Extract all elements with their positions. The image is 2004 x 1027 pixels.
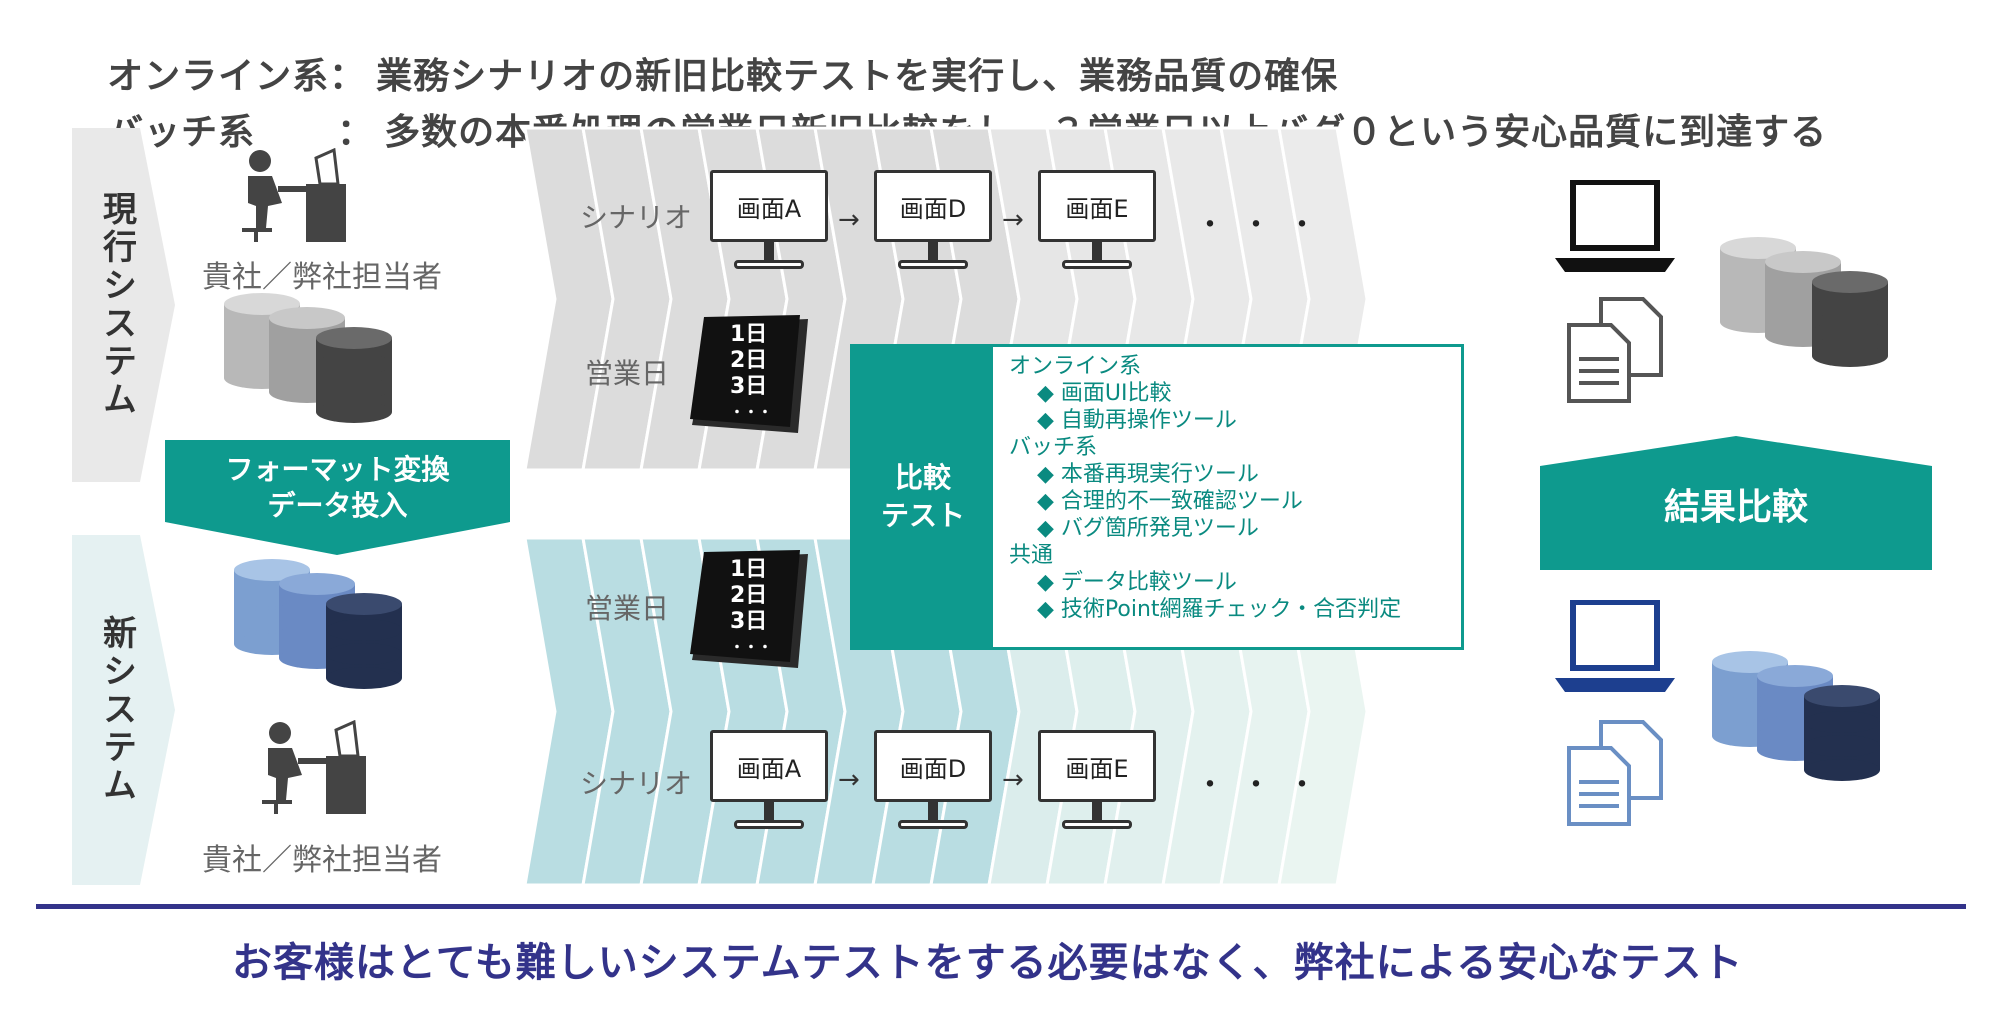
comparison-item: ◆ 合理的不一致確認ツール: [1037, 489, 1303, 514]
new-scenario-label: シナリオ: [580, 767, 693, 800]
day-label: ・・・: [730, 405, 772, 421]
result-compare-banner: [1540, 436, 1932, 570]
monitor-base: [734, 260, 804, 269]
current-database-icon: [224, 293, 392, 423]
comparison-test-box: 比較 テスト オンライン系 ◆ 画面UI比較 ◆ 自動再操作ツール バッチ系 ◆…: [850, 344, 1464, 650]
new-screen-a: 画面A: [710, 730, 828, 829]
comparison-item: ◆ 画面UI比較: [1037, 381, 1172, 406]
current-screen-e: 画面E: [1038, 170, 1156, 269]
monitor-stand: [1092, 242, 1102, 260]
current-business-day-label: 営業日: [585, 357, 670, 390]
current-more-dots: ・・・: [1195, 208, 1333, 243]
documents-icon: [1567, 297, 1663, 403]
comparison-item: ◆ データ比較ツール: [1037, 570, 1237, 595]
header-online-label: オンライン系：: [107, 56, 367, 97]
comparison-item: ◆ 本番再現実行ツール: [1037, 462, 1259, 487]
monitor-base: [1062, 820, 1132, 829]
result-database-icon: [1712, 651, 1880, 781]
day-label: 2日: [730, 583, 768, 608]
monitor-base: [898, 260, 968, 269]
monitor-base: [1062, 260, 1132, 269]
comparison-title-line-2: テスト: [880, 499, 965, 532]
comparison-category: 共通: [1009, 543, 1054, 568]
result-database-icon: [1720, 237, 1888, 367]
new-days-list: 1日 2日 3日 ・・・: [730, 557, 772, 661]
screen-label: 画面E: [1038, 730, 1156, 802]
current-screen-a: 画面A: [710, 170, 828, 269]
new-more-dots: ・・・: [1195, 768, 1333, 803]
arrow-icon: →: [838, 205, 860, 235]
monitor-stand: [928, 242, 938, 260]
new-system-label: 新システム: [96, 615, 137, 805]
laptop-icon: [1555, 180, 1675, 272]
screen-label: 画面D: [874, 170, 992, 242]
day-label: 2日: [730, 348, 768, 373]
comparison-category: オンライン系: [1009, 354, 1142, 379]
current-person-label: 貴社／弊社担当者: [202, 260, 442, 295]
comparison-items: オンライン系 ◆ 画面UI比較 ◆ 自動再操作ツール バッチ系 ◆ 本番再現実行…: [1009, 353, 1401, 623]
new-database-icon: [234, 559, 402, 689]
current-scenario-label: シナリオ: [580, 201, 693, 234]
header-line-1: オンライン系：業務シナリオの新旧比較テストを実行し、業務品質の確保: [80, 6, 1338, 99]
screen-label: 画面E: [1038, 170, 1156, 242]
comparison-category: バッチ系: [1009, 435, 1098, 460]
monitor-base: [734, 820, 804, 829]
conversion-line-1: フォーマット変換: [225, 453, 450, 486]
day-label: 1日: [730, 322, 768, 347]
conversion-line-2: データ投入: [267, 489, 408, 522]
comparison-item: ◆ 自動再操作ツール: [1037, 408, 1237, 433]
calendar-pages-icon: [690, 315, 808, 433]
screen-label: 画面A: [710, 730, 828, 802]
new-person-label: 貴社／弊社担当者: [202, 843, 442, 878]
monitor-stand: [1092, 802, 1102, 820]
person-at-desk-icon: [262, 720, 366, 814]
monitor-stand: [928, 802, 938, 820]
day-label: 1日: [730, 557, 768, 582]
header-batch-colon: ：: [337, 112, 375, 153]
day-label: 3日: [730, 374, 768, 399]
arrow-icon: →: [1002, 205, 1024, 235]
header-online-text: 業務シナリオの新旧比較テストを実行し、業務品質の確保: [376, 56, 1339, 97]
screen-label: 画面A: [710, 170, 828, 242]
laptop-icon: [1555, 600, 1675, 692]
day-label: 3日: [730, 609, 768, 634]
conversion-arrow: [165, 440, 510, 555]
footer-message: お客様はとても難しいシステムテストをする必要はなく、弊社による安心なテスト: [232, 940, 1744, 986]
result-compare-label: 結果比較: [1663, 487, 1808, 528]
documents-icon: [1567, 720, 1663, 826]
current-screen-d: 画面D: [874, 170, 992, 269]
calendar-pages-icon: [690, 550, 808, 668]
new-screen-e: 画面E: [1038, 730, 1156, 829]
current-system-label: 現行システム: [96, 191, 137, 419]
monitor-base: [898, 820, 968, 829]
comparison-item: ◆ バグ箇所発見ツール: [1037, 516, 1259, 541]
comparison-item: ◆ 技術Point網羅チェック・合否判定: [1037, 597, 1402, 622]
comparison-title-line-1: 比較: [894, 461, 951, 494]
arrow-icon: →: [838, 765, 860, 795]
new-screen-d: 画面D: [874, 730, 992, 829]
new-business-day-label: 営業日: [585, 592, 670, 625]
screen-label: 画面D: [874, 730, 992, 802]
conversion-text: フォーマット変換 データ投入: [165, 452, 510, 524]
monitor-stand: [764, 242, 774, 260]
current-days-list: 1日 2日 3日 ・・・: [730, 322, 772, 426]
comparison-title: 比較 テスト: [853, 347, 993, 647]
person-at-desk-icon: [242, 148, 346, 242]
day-label: ・・・: [730, 640, 772, 656]
arrow-icon: →: [1002, 765, 1024, 795]
monitor-stand: [764, 802, 774, 820]
